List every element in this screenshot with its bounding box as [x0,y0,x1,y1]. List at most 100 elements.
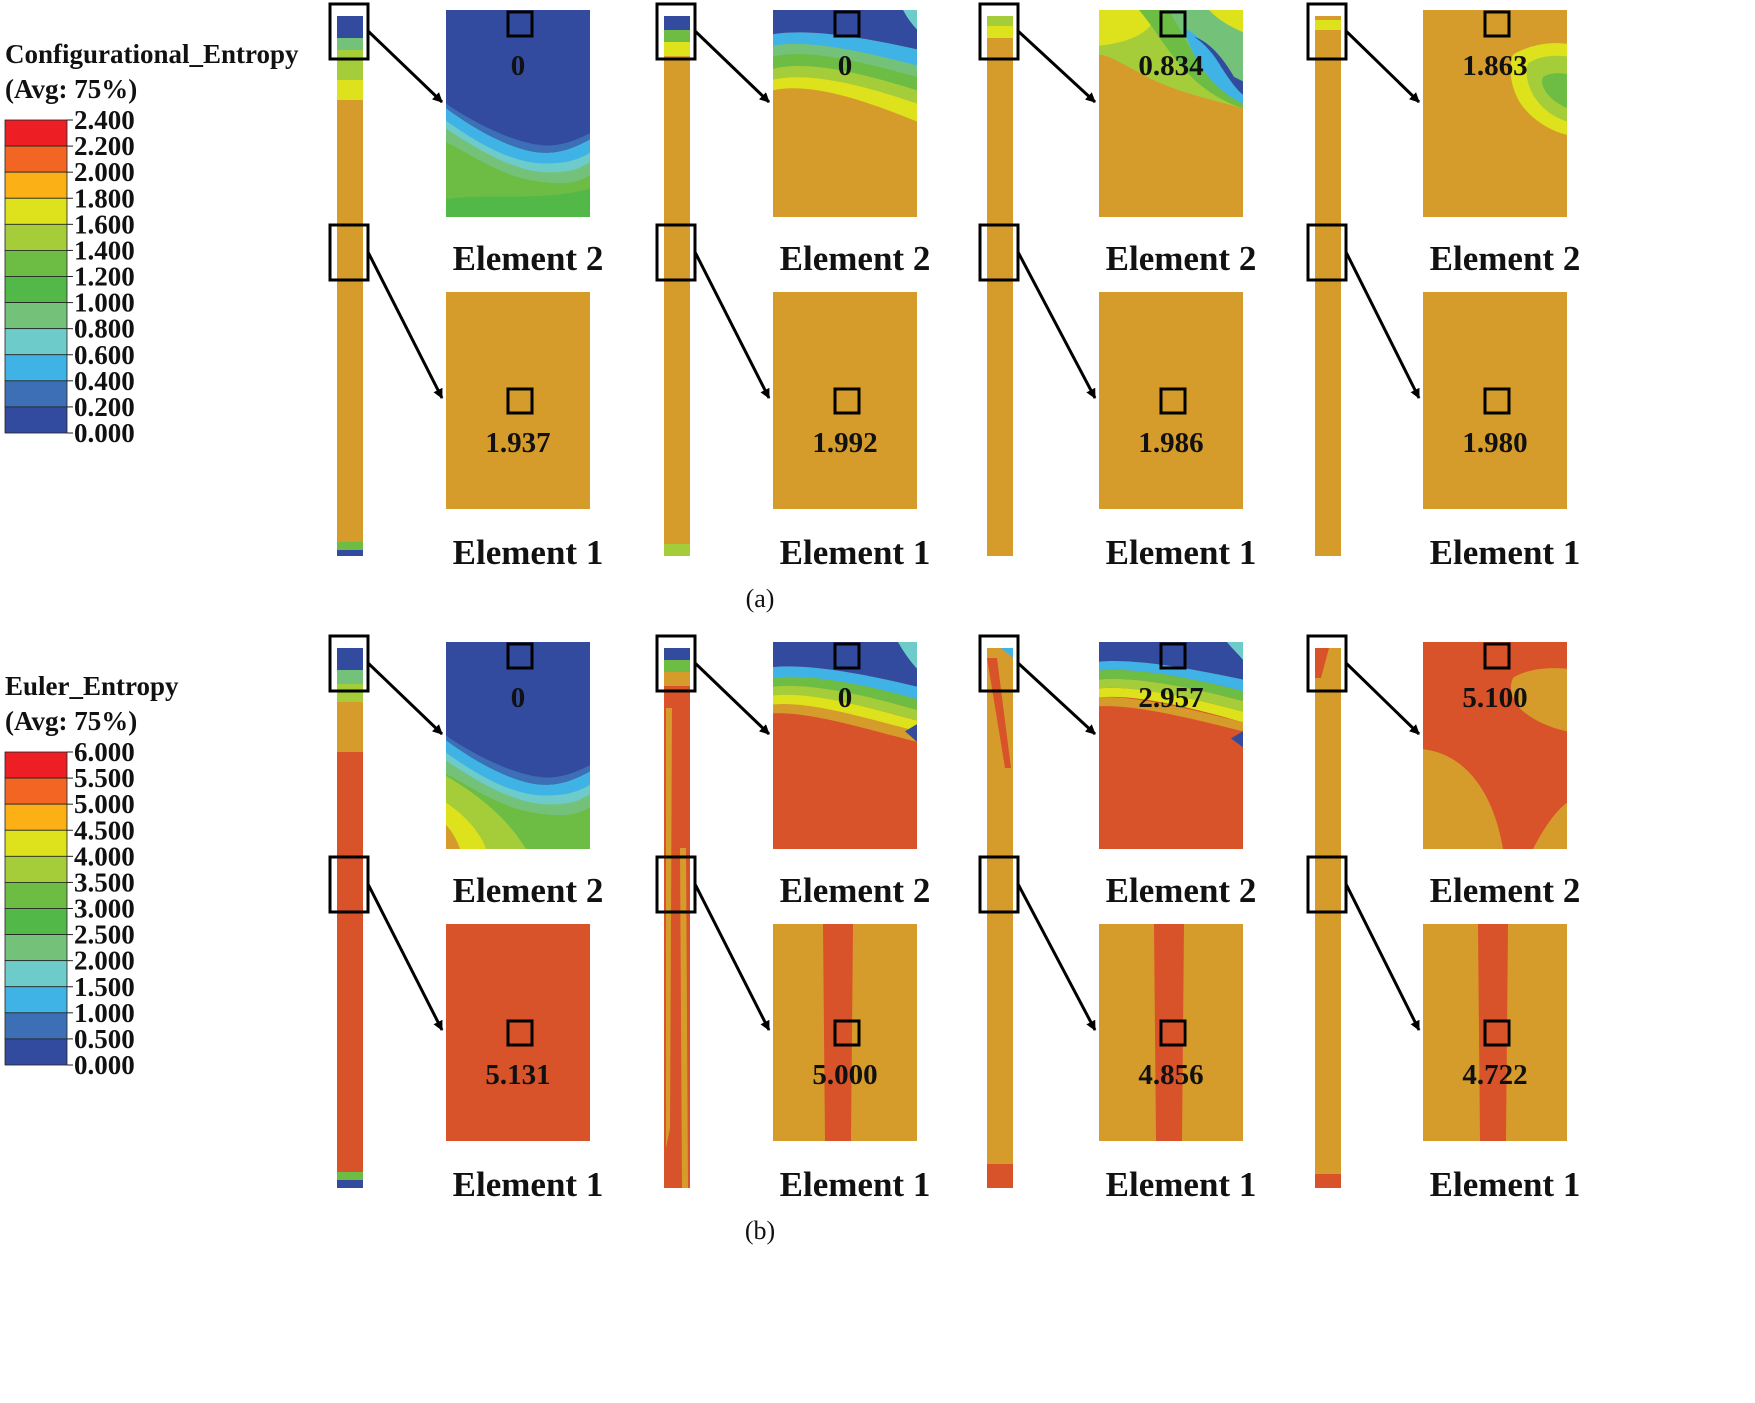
element-1-label: Element 1 [1430,1165,1581,1204]
legend-swatch [4,855,68,883]
probe-square [1483,642,1511,670]
legend-a: Configurational_Entropy(Avg: 75%)2.4002.… [4,39,299,448]
probe-square [1483,1019,1511,1047]
panel-caption: (a) [746,584,775,613]
legend-swatch [4,354,68,382]
legend-swatch [4,145,68,173]
legend-swatch [4,171,68,199]
element-1-label: Element 1 [453,533,604,572]
legend-swatch [4,986,68,1014]
probe-square [1159,642,1187,670]
legend-swatch [4,1012,68,1040]
zoom-arrow-element-1 [1016,251,1097,399]
zoom-arrow-element-2 [1016,661,1097,736]
legend-tick-label: 1.400 [74,235,135,265]
legend-swatch [4,223,68,251]
element-1-value: 1.992 [812,427,877,459]
element-1-contour-image [1099,924,1243,1141]
element-2-contour-image [1099,10,1243,217]
element-2-contour-image [446,642,590,849]
probe-square [1159,10,1187,38]
element-1-label: Element 1 [780,533,931,572]
zoom-arrow-element-2 [693,661,771,736]
element-1-value: 4.722 [1462,1059,1527,1091]
legend-tick-label: 3.000 [74,894,135,924]
specimen-strip [1315,16,1341,556]
specimen-strip [987,16,1013,556]
element-1-contour-image [773,292,917,509]
element-1-value: 5.000 [812,1059,877,1091]
element-2-value: 1.863 [1462,50,1527,82]
element-2-value: 5.100 [1462,682,1527,714]
element-2-label: Element 2 [1106,239,1257,278]
specimen-strip [664,648,690,1188]
zoom-arrow-element-2 [693,29,771,104]
probe-square [1159,387,1187,415]
legend-tick-label: 1.200 [74,262,135,292]
element-1-value: 4.856 [1138,1059,1203,1091]
legend-swatch [4,276,68,303]
element-1-contour-image [1099,292,1243,509]
legend-tick-label: 4.000 [74,841,135,871]
probe-square [833,642,861,670]
legend-swatch [4,908,68,935]
legend-tick-label: 0.800 [74,314,135,344]
legend-tick-label: 2.000 [74,946,135,976]
element-2-label: Element 2 [780,239,931,278]
zoom-arrow-element-2 [366,661,444,736]
legend-tick-label: 0.500 [74,1024,135,1054]
panel-caption: (b) [745,1216,775,1245]
element-1-value: 5.131 [485,1059,550,1091]
element-2-value: 0 [511,50,526,82]
specimen-strip [1315,648,1341,1188]
legend-tick-label: 5.500 [74,763,135,793]
legend-swatch [4,406,68,434]
legend-tick-label: 3.500 [74,867,135,897]
element-2-value: 0 [838,682,853,714]
probe-square [833,10,861,38]
zoom-arrow-element-2 [366,29,444,104]
legend-swatch [4,380,68,408]
legend-tick-label: 1.800 [74,183,135,213]
element-2-contour-image [1423,10,1567,217]
element-2-label: Element 2 [780,871,931,910]
element-2-value: 0 [838,50,853,82]
element-1-contour-image [446,292,590,509]
zoom-arrow-element-1 [693,883,771,1031]
legend-tick-label: 1.000 [74,998,135,1028]
legend-tick-label: 0.000 [74,418,135,448]
legend-tick-label: 2.000 [74,157,135,187]
element-2-label: Element 2 [1430,239,1581,278]
specimen-strip [337,16,363,556]
probe-square [506,1019,534,1047]
probe-square [1483,10,1511,38]
legend-swatch [4,751,68,779]
element-2-label: Element 2 [453,239,604,278]
zoom-arrow-element-2 [1344,29,1421,104]
probe-square [506,10,534,38]
legend-tick-label: 0.000 [74,1050,135,1080]
legend-tick-label: 2.200 [74,131,135,161]
legend-tick-label: 2.500 [74,920,135,950]
legend-tick-label: 0.200 [74,392,135,422]
legend-title: Euler_Entropy [5,671,179,701]
probe-square [833,1019,861,1047]
panel-b: Euler_Entropy(Avg: 75%)6.0005.5005.0004.… [4,634,1581,1245]
element-1-label: Element 1 [453,1165,604,1204]
zoom-arrow-element-1 [1016,883,1097,1031]
legend-swatch [4,119,68,147]
legend-tick-label: 1.000 [74,288,135,318]
probe-square [1483,387,1511,415]
legend-tick-label: 1.600 [74,209,135,239]
element-2-label: Element 2 [1106,871,1257,910]
element-1-contour-image [1423,292,1567,509]
legend-tick-label: 0.400 [74,366,135,396]
probe-square [1159,1019,1187,1047]
panel-a: Configurational_Entropy(Avg: 75%)2.4002.… [4,2,1581,613]
